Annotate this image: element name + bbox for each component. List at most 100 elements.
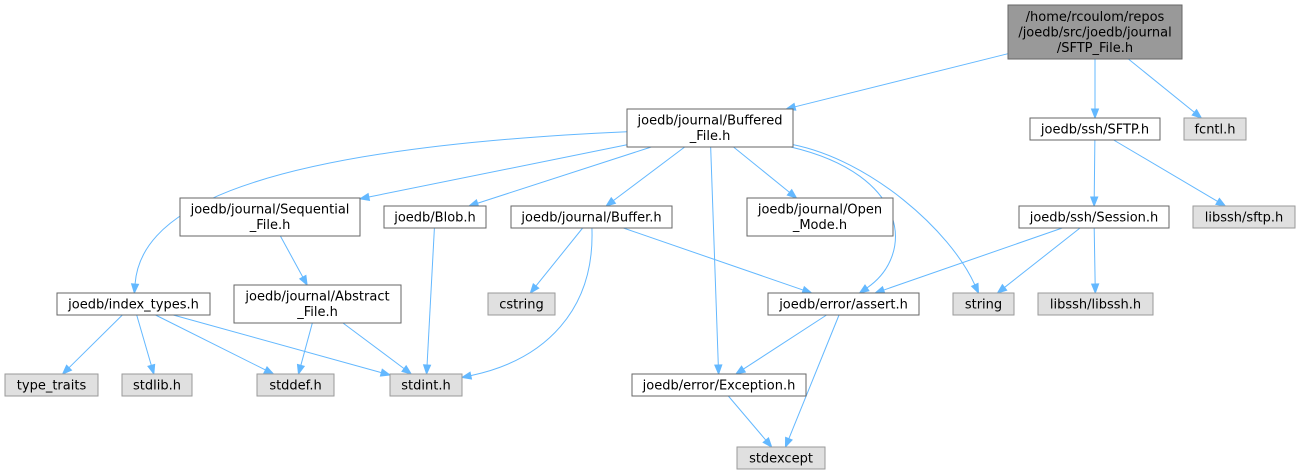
arrowhead — [529, 282, 540, 295]
arrowhead — [263, 365, 275, 375]
edge-line — [1093, 139, 1096, 198]
node-box — [746, 197, 894, 237]
node-abstract[interactable]: joedb/journal/Abstract_File.h — [233, 284, 402, 324]
arrowhead — [1090, 283, 1100, 295]
node-box — [952, 292, 1015, 316]
edge-line — [1093, 227, 1096, 285]
node-label: joedb/error/Exception.h — [642, 378, 796, 393]
node-label: joedb/journal/Open — [757, 203, 882, 218]
edge-session-to-assert — [873, 227, 1063, 294]
edge-line — [279, 235, 304, 278]
node-buffered-file[interactable]: joedb/journal/Buffered_File.h — [626, 108, 794, 148]
arrowhead — [296, 363, 306, 376]
node-open-mode[interactable]: joedb/journal/Open_Mode.h — [746, 197, 894, 237]
node-sftp-file: /home/rcoulom/repos/joedb/src/joedb/jour… — [1007, 4, 1183, 60]
node-stdlib: stdlib.h — [121, 373, 193, 397]
node-sequential[interactable]: joedb/journal/Sequential_File.h — [179, 197, 361, 237]
node-blob[interactable]: joedb/Blob.h — [383, 205, 487, 229]
arrowhead — [605, 196, 617, 207]
node-box — [383, 205, 487, 229]
edge-sftp_file-to-ssh_sftp — [1090, 59, 1100, 120]
node-box — [487, 292, 556, 316]
node-box — [121, 373, 193, 397]
node-assert[interactable]: joedb/error/assert.h — [767, 292, 920, 316]
node-label: stdexcept — [749, 451, 813, 466]
node-label: stdlib.h — [133, 378, 181, 393]
edge-assert-to-stdexcept — [784, 314, 840, 449]
edge-line — [743, 314, 827, 370]
node-box — [1183, 117, 1247, 141]
node-label: joedb/error/assert.h — [778, 297, 908, 312]
edge-index_types-to-stdlib — [136, 314, 156, 376]
edge-line — [68, 314, 123, 369]
arrowhead — [734, 365, 747, 375]
node-label: joedb/index_types.h — [67, 297, 199, 312]
edge-line — [426, 227, 435, 366]
node-cstring: cstring — [487, 292, 556, 316]
node-box — [56, 292, 211, 316]
edge-sequential-to-abstract — [279, 235, 308, 287]
node-label: _File.h — [689, 129, 731, 144]
node-session[interactable]: joedb/ssh/Session.h — [1018, 205, 1170, 229]
node-label: /joedb/src/joedb/journal — [1018, 25, 1171, 40]
edge-line — [1113, 139, 1218, 202]
node-box — [256, 373, 335, 397]
edge-line — [535, 227, 584, 287]
node-box — [631, 373, 807, 397]
node-box — [1029, 117, 1161, 141]
edge-line — [155, 314, 266, 371]
arrowhead — [1191, 108, 1203, 119]
arrowhead — [1090, 108, 1100, 120]
edge-index_types-to-stdint — [173, 314, 392, 377]
node-label: fcntl.h — [1194, 122, 1235, 137]
node-label: joedb/ssh/Session.h — [1029, 210, 1159, 225]
node-label: /home/rcoulom/repos — [1026, 10, 1165, 25]
arrowhead — [1090, 196, 1099, 208]
node-string: string — [952, 292, 1015, 316]
node-box — [1018, 205, 1170, 229]
arrowhead — [460, 371, 473, 380]
node-index-types[interactable]: joedb/index_types.h — [56, 292, 211, 316]
node-stddef: stddef.h — [256, 373, 335, 397]
arrowhead — [801, 285, 813, 294]
node-box — [233, 284, 402, 324]
node-stdexcept: stdexcept — [736, 446, 826, 470]
arrowhead — [858, 284, 870, 294]
edge-buffered_file-to-blob — [467, 146, 652, 208]
node-label: _Mode.h — [792, 218, 847, 233]
edge-abstract-to-stdint — [342, 322, 413, 375]
node-label: libssh/libssh.h — [1050, 297, 1141, 312]
arrowhead — [358, 192, 371, 202]
edge-line — [710, 146, 719, 366]
node-box — [626, 108, 794, 148]
edge-session-to-libssh — [1090, 227, 1100, 295]
edge-session-to-string — [996, 227, 1081, 294]
node-box — [1007, 4, 1183, 60]
edge-buffered_file-to-exception — [710, 146, 723, 376]
node-box — [4, 373, 99, 397]
edge-buffered_file-to-string — [792, 144, 980, 295]
edge-assert-to-exception — [734, 314, 827, 375]
edge-line — [470, 227, 593, 377]
arrowhead — [379, 368, 392, 377]
arrowhead — [784, 436, 793, 449]
edge-line — [733, 146, 790, 193]
node-ssh-sftp[interactable]: joedb/ssh/SFTP.h — [1029, 117, 1161, 141]
node-buffer[interactable]: joedb/journal/Buffer.h — [510, 205, 673, 229]
edge-line — [134, 131, 628, 285]
node-label: stdint.h — [401, 378, 450, 393]
node-exception[interactable]: joedb/error/Exception.h — [631, 373, 807, 397]
arrowhead — [714, 364, 723, 376]
nodes-layer: /home/rcoulom/repos/joedb/src/joedb/jour… — [4, 4, 1296, 470]
node-label: type_traits — [17, 378, 87, 393]
edge-line — [623, 227, 804, 291]
node-libssh: libssh/libssh.h — [1037, 292, 1154, 316]
node-label: libssh/sftp.h — [1205, 210, 1283, 225]
edge-line — [368, 144, 628, 198]
edge-exception-to-stdexcept — [727, 395, 773, 449]
edge-line — [613, 146, 686, 201]
edge-line — [727, 395, 767, 441]
arrowhead — [130, 283, 140, 295]
node-label: joedb/journal/Sequential — [190, 203, 350, 218]
